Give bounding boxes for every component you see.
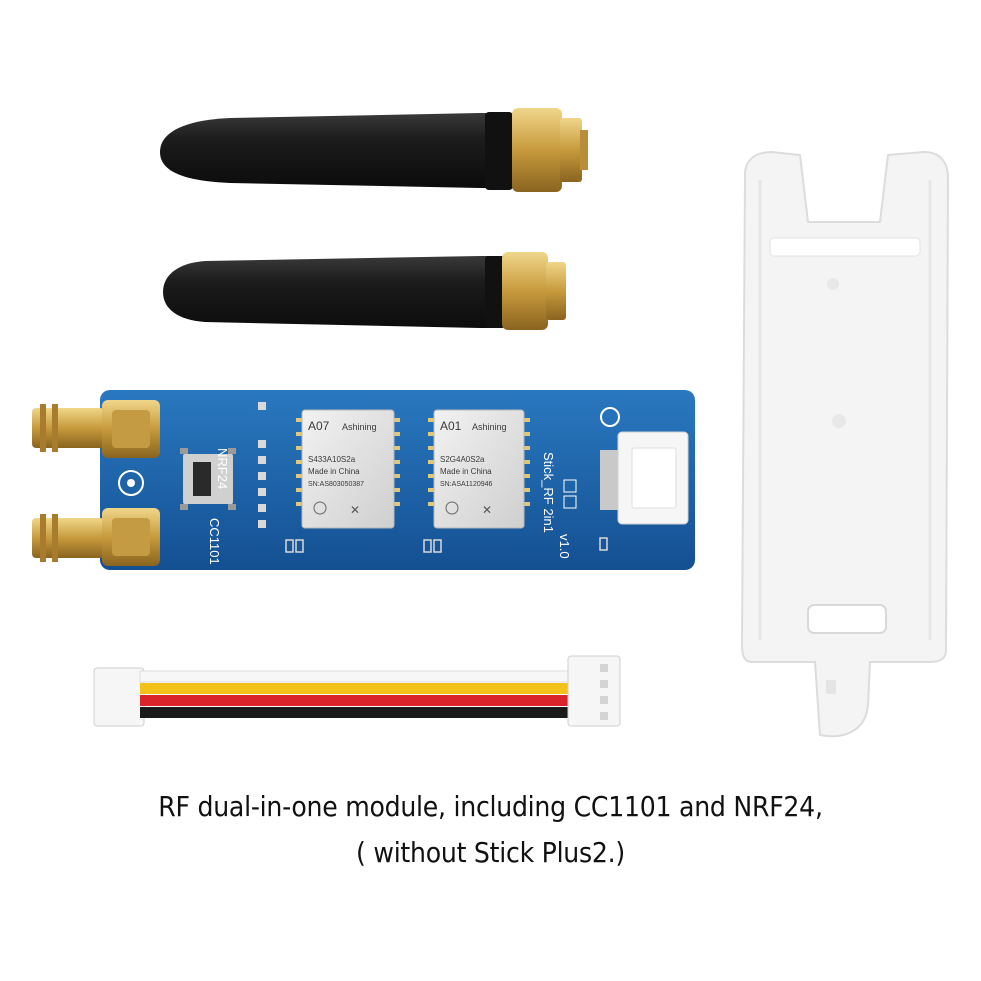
- chip-icon-a01: A01 Ashining S2G4A0S2a Made in China SN:…: [428, 409, 530, 529]
- grove-connector-icon: [600, 431, 689, 525]
- chip-icon-a07: A07 Ashining S433A10S2a Made in China SN…: [296, 409, 400, 529]
- sma-connector-left-bottom: [32, 508, 160, 566]
- chip-a07-part: S433A10S2a: [308, 455, 356, 464]
- chip-a01-model: A01: [440, 419, 462, 433]
- pcb-board: NRF24 CC1101 A07 Ashining S433A10S2a Ma: [32, 390, 695, 570]
- chip-a01-brand: Ashining: [472, 422, 507, 432]
- chip-a01-origin: Made in China: [440, 467, 492, 476]
- case: [740, 150, 950, 738]
- caption-line-1: RF dual-in-one module, including CC1101 …: [158, 790, 823, 823]
- switch-icon: [180, 448, 236, 510]
- chip-a01-serial: SN:ASA1120946: [440, 481, 493, 488]
- sma-connector-icon: [512, 108, 562, 192]
- label-version: v1.0: [557, 534, 572, 559]
- pin-header: [258, 402, 266, 528]
- antenna-bottom: [163, 252, 566, 330]
- chip-a07-model: A07: [308, 419, 330, 433]
- caption-line-2: ( without Stick Plus2.): [356, 836, 625, 869]
- label-cc1101: CC1101: [207, 518, 222, 565]
- svg-text:✕: ✕: [350, 503, 360, 517]
- chip-a07-origin: Made in China: [308, 467, 360, 476]
- sma-connector-left-top: [32, 400, 160, 458]
- chip-a07-serial: SN:AS803050387: [308, 481, 364, 488]
- cable-icon: [93, 655, 621, 727]
- sma-connector-icon: [502, 252, 548, 330]
- label-board: Stick_RF 2in1: [541, 452, 556, 533]
- label-nrf24: NRF24: [215, 448, 230, 489]
- svg-text:✕: ✕: [482, 503, 492, 517]
- chip-a07-brand: Ashining: [342, 422, 377, 432]
- smd-pads: [285, 537, 608, 553]
- chip-a01-part: S2G4A0S2a: [440, 455, 485, 464]
- antenna-top: [160, 108, 588, 192]
